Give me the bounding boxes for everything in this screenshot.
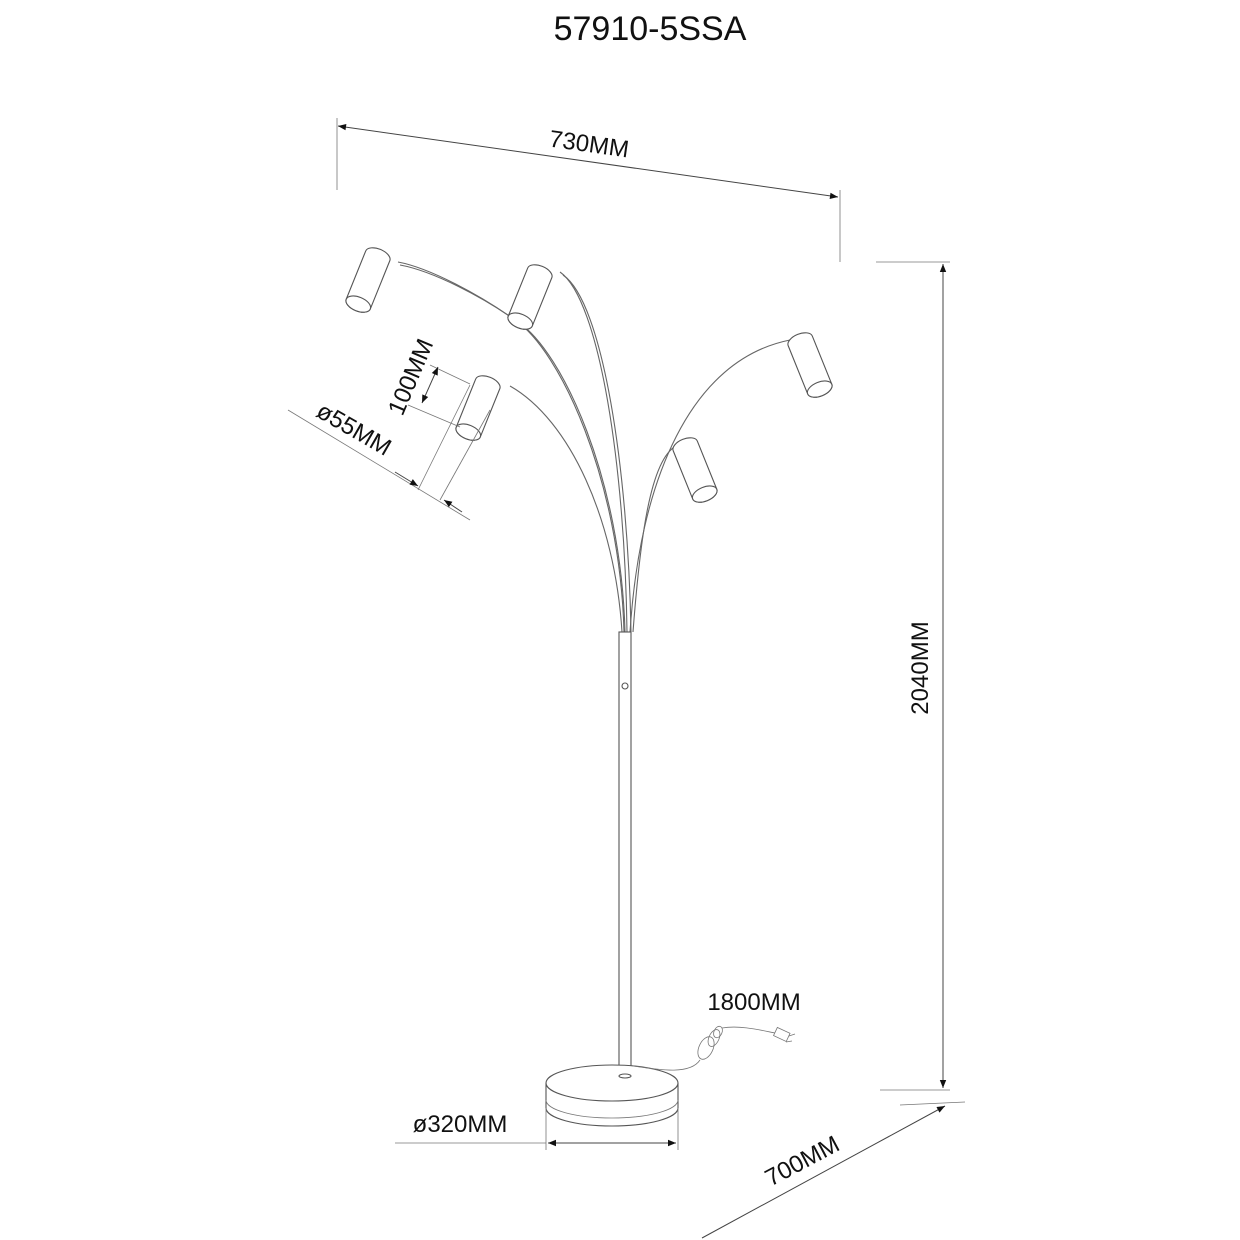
lamp-base [545,1064,679,1127]
depth-dimension: 700MM [701,1101,966,1239]
plug-icon [773,1026,796,1043]
lamp-pole [618,631,632,1079]
lamp-head [787,332,833,398]
power-cable: 1800MM [632,989,801,1071]
height-label: 2040MM [907,621,934,714]
lamp-head [507,264,553,330]
shade-length-dimension: 100MM [383,335,471,428]
lamp-arms [397,261,791,633]
lamp-head [455,375,501,441]
base-diameter-dimension: ø320MM [395,1108,679,1150]
cable-length-label: 1800MM [707,989,800,1016]
product-code-title: 57910-5SSA [554,10,747,48]
width-dimension: 730MM [336,118,841,262]
lamp-head [672,437,718,503]
switch-icon [621,682,629,690]
height-dimension: 2040MM [876,261,950,1091]
lamp-head [345,247,391,313]
base-diameter-label: ø320MM [413,1111,508,1138]
shade-length-label: 100MM [383,335,439,419]
